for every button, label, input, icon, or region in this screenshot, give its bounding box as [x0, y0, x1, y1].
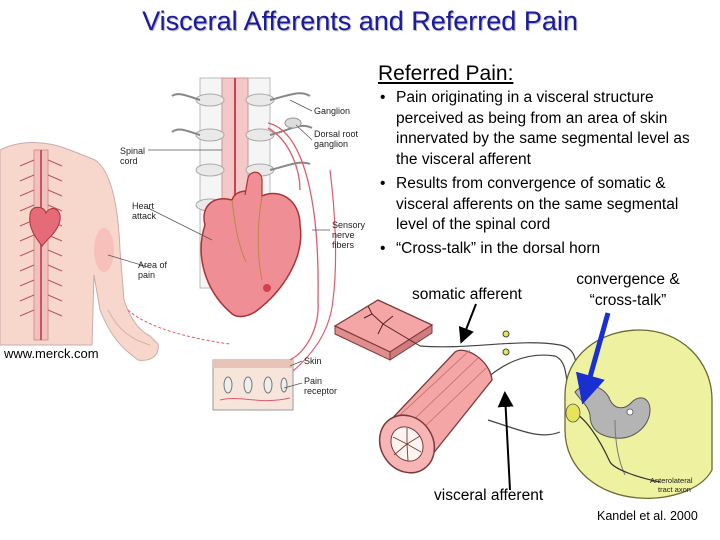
bullet-text: Pain originating in a visceral structure…: [396, 89, 690, 168]
referred-pain-heading: Referred Pain:: [378, 62, 514, 85]
label-spinal: Spinal: [120, 146, 146, 156]
skin-illustration: [212, 359, 294, 411]
label-heart: Heart: [132, 201, 155, 211]
bullet-text: “Cross-talk” in the dorsal horn: [396, 240, 601, 257]
label-area-of-pain-2: pain: [138, 270, 156, 280]
bullet-item: • Pain originating in a visceral structu…: [380, 88, 715, 170]
label-cross-talk: “cross-talk”: [589, 292, 667, 309]
label-sensory-2: nerve: [332, 230, 355, 240]
label-sensory: Sensory: [332, 220, 366, 230]
bullet-item: • “Cross-talk” in the dorsal horn: [380, 239, 710, 260]
bullet-marker: •: [380, 240, 386, 257]
label-dorsal-root: Dorsal root: [314, 129, 359, 139]
label-pain-receptor-2: receptor: [304, 386, 338, 396]
bullet-item: • Results from convergence of somatic & …: [380, 174, 710, 236]
label-dorsal-root-2: ganglion: [314, 139, 349, 149]
slide-title: Visceral Afferents and Referred Pain: [142, 6, 578, 36]
bullet-text: Results from convergence of somatic & vi…: [396, 175, 679, 233]
label-anterolateral: Anterolateral: [650, 476, 693, 485]
intestine-tube: [378, 349, 493, 474]
credit-merck: www.merck.com: [4, 346, 99, 361]
bullet-marker: •: [380, 89, 386, 106]
visceral-afferent-arrow: [497, 391, 514, 491]
skin-patch: [333, 299, 434, 361]
heart-illustration: [200, 171, 302, 318]
torso-illustration: [0, 142, 159, 361]
spinal-cord-illustration: [171, 77, 319, 301]
label-pain-receptor: Pain: [304, 376, 323, 386]
label-tract-axon: tract axon: [658, 485, 691, 494]
label-skin: Skin: [304, 356, 322, 366]
label-heart-2: attack: [132, 211, 157, 221]
bullet-marker: •: [380, 175, 386, 192]
spinal-cord-section: [564, 329, 713, 499]
somatic-afferent-arrow: [458, 303, 477, 344]
label-spinal-2: cord: [120, 156, 138, 166]
label-somatic-afferent: somatic afferent: [412, 286, 522, 303]
convergence-arrow: [575, 312, 611, 405]
credit-kandel: Kandel et al. 2000: [597, 509, 698, 523]
label-convergence: convergence &: [576, 271, 680, 288]
label-visceral-afferent: visceral afferent: [434, 487, 544, 504]
label-sensory-3: fibers: [332, 240, 355, 250]
label-ganglion: Ganglion: [314, 106, 351, 116]
label-area-of-pain: Area of: [138, 260, 168, 270]
